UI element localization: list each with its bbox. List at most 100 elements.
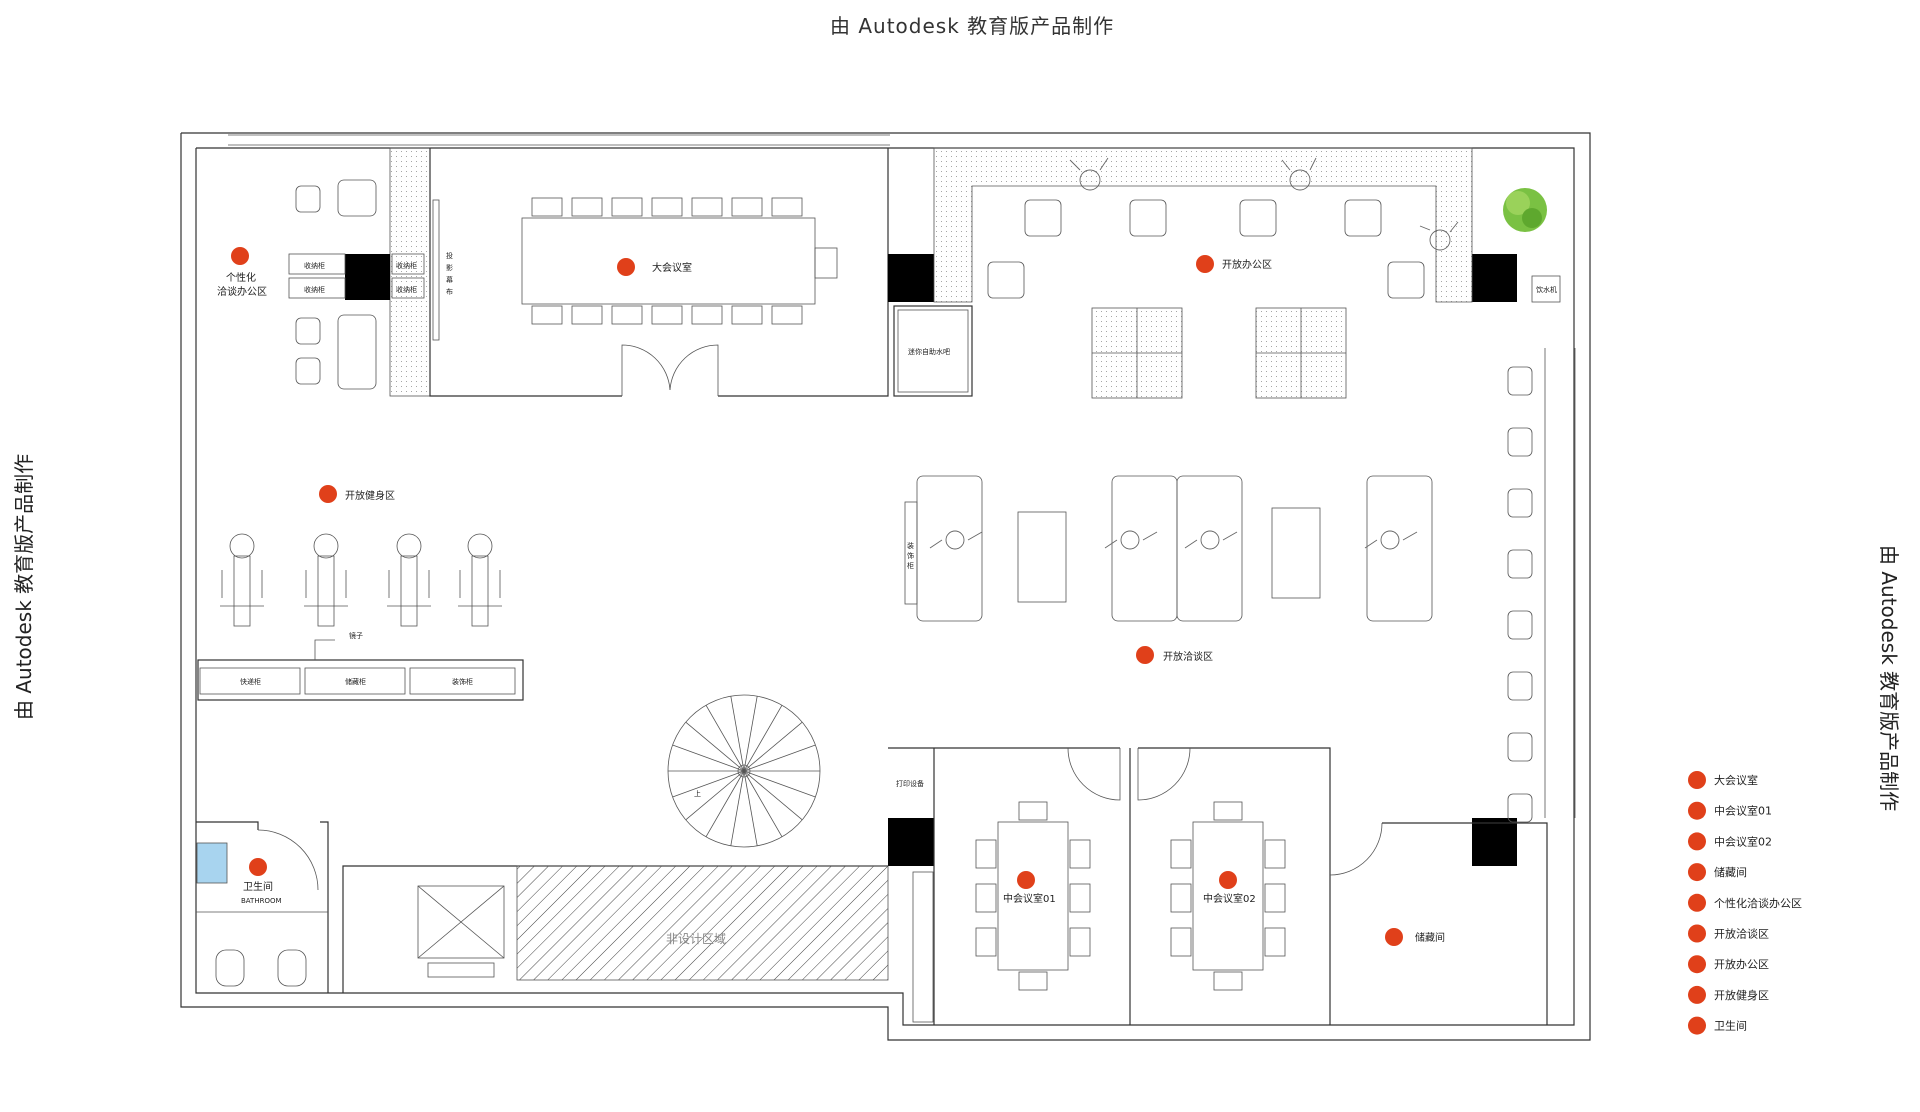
mid-meeting-chairs bbox=[975, 801, 1286, 991]
chair bbox=[1069, 839, 1091, 869]
chair bbox=[1069, 883, 1091, 913]
chair bbox=[1018, 801, 1048, 821]
label-storage2: 储藏柜 bbox=[345, 677, 366, 686]
stair-step bbox=[743, 744, 816, 772]
chair bbox=[1170, 883, 1192, 913]
chair bbox=[1507, 366, 1533, 396]
stair-step bbox=[730, 770, 745, 846]
chair bbox=[1170, 839, 1192, 869]
legend: 大会议室中会议室01中会议室02储藏间个性化洽谈办公区开放洽谈区开放办公区开放健… bbox=[1688, 771, 1802, 1035]
legend-marker bbox=[1688, 863, 1706, 882]
legend-label: 卫生间 bbox=[1714, 1019, 1747, 1033]
legend-marker bbox=[1688, 985, 1706, 1004]
chair bbox=[691, 197, 723, 217]
chair bbox=[1507, 793, 1533, 823]
label-personal-office-l1: 个性化 bbox=[226, 271, 256, 284]
outer-walls bbox=[180, 132, 1591, 1041]
chair bbox=[975, 927, 997, 957]
bathroom bbox=[196, 821, 329, 993]
storage-room bbox=[1329, 822, 1548, 1025]
label-express: 快递柜 bbox=[240, 677, 261, 686]
chair bbox=[731, 197, 763, 217]
exercise-bikes bbox=[220, 533, 502, 627]
legend-label: 中会议室02 bbox=[1714, 834, 1772, 848]
label-minibar: 迷你自助水吧 bbox=[908, 347, 950, 356]
exercise-bike bbox=[387, 533, 431, 627]
label-fitness: 开放健身区 bbox=[345, 489, 395, 502]
spiral-stair bbox=[667, 694, 821, 848]
legend-item: 开放办公区 bbox=[1688, 955, 1769, 974]
label-screen: 幕 bbox=[446, 275, 453, 284]
pillar bbox=[345, 254, 390, 300]
chair bbox=[1507, 549, 1533, 579]
chair bbox=[1170, 927, 1192, 957]
legend-label: 储藏间 bbox=[1714, 865, 1747, 879]
label-screen: 影 bbox=[446, 263, 453, 272]
label-cabinet: 收纳柜 bbox=[396, 285, 417, 294]
legend-marker bbox=[1688, 771, 1706, 789]
plan-labels: 大会议室 开放办公区 个性化 洽谈办公区 开放健身区 开放洽谈区 中会议室01 … bbox=[217, 251, 1557, 946]
legend-item: 大会议室 bbox=[1688, 771, 1758, 789]
label-bathroom-en: BATHROOM bbox=[241, 897, 282, 905]
label-open-talk: 开放洽谈区 bbox=[1163, 650, 1213, 663]
open-office bbox=[893, 147, 1561, 399]
label-screen: 投 bbox=[446, 251, 453, 260]
legend-marker bbox=[1688, 924, 1706, 943]
chair bbox=[1069, 927, 1091, 957]
chair bbox=[771, 305, 803, 325]
stair-step bbox=[743, 704, 783, 772]
label-mid-02: 中会议室02 bbox=[1203, 892, 1256, 905]
chair bbox=[531, 305, 563, 325]
chair bbox=[1264, 883, 1286, 913]
label-cabinet: 收纳柜 bbox=[304, 261, 325, 270]
legend-marker bbox=[1688, 801, 1706, 820]
big-meeting-chairs bbox=[531, 197, 803, 325]
stair-step bbox=[730, 696, 745, 772]
legend-item: 开放洽谈区 bbox=[1688, 924, 1769, 943]
chair bbox=[1507, 732, 1533, 762]
stair-step bbox=[705, 704, 745, 772]
label-water: 饮水机 bbox=[1536, 285, 1557, 294]
stair-step bbox=[743, 721, 803, 772]
chair bbox=[1213, 971, 1243, 991]
exercise-bike bbox=[458, 533, 502, 627]
stair-step bbox=[672, 770, 745, 798]
label-big-meeting: 大会议室 bbox=[652, 261, 692, 274]
legend-item: 中会议室02 bbox=[1688, 832, 1772, 851]
legend-marker bbox=[1688, 955, 1706, 974]
chair bbox=[1018, 971, 1048, 991]
chair bbox=[1507, 610, 1533, 640]
chair bbox=[691, 305, 723, 325]
pillar bbox=[1472, 254, 1517, 302]
stair-step bbox=[743, 770, 803, 821]
chair bbox=[651, 197, 683, 217]
stair-step bbox=[685, 721, 745, 772]
pillar bbox=[888, 254, 934, 302]
chair bbox=[1507, 488, 1533, 518]
legend-label: 开放洽谈区 bbox=[1714, 927, 1769, 941]
non-design-area bbox=[342, 865, 889, 993]
chair bbox=[1507, 427, 1533, 457]
chair bbox=[771, 197, 803, 217]
chair bbox=[975, 839, 997, 869]
label-stair: 上 bbox=[694, 789, 701, 798]
chair bbox=[1264, 927, 1286, 957]
exercise-bike bbox=[304, 533, 348, 627]
pillar bbox=[888, 818, 934, 866]
chair bbox=[651, 305, 683, 325]
legend-item: 中会议室01 bbox=[1688, 801, 1772, 820]
legend-item: 个性化洽谈办公区 bbox=[1688, 893, 1802, 912]
chair bbox=[731, 305, 763, 325]
legend-label: 大会议室 bbox=[1714, 773, 1758, 787]
legend-item: 卫生间 bbox=[1688, 1016, 1747, 1035]
label-non-design: 非设计区域 bbox=[666, 932, 726, 946]
chair bbox=[611, 197, 643, 217]
legend-marker bbox=[1688, 893, 1706, 912]
chair bbox=[571, 197, 603, 217]
stair-step bbox=[743, 770, 758, 846]
chair bbox=[1264, 839, 1286, 869]
chair bbox=[571, 305, 603, 325]
fitness-area bbox=[197, 485, 524, 701]
chair bbox=[531, 197, 563, 217]
